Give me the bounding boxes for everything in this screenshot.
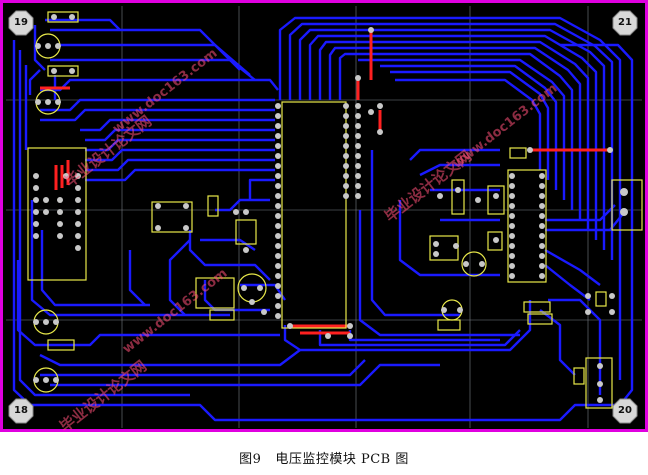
pcb-board: [0, 0, 648, 432]
component-pads: [33, 14, 628, 403]
figure-number: 图9: [239, 452, 262, 467]
top-layer-traces: [40, 30, 610, 335]
corner-marker-top-left: 19: [8, 10, 34, 36]
figure-title: 电压监控模块 PCB 图: [275, 452, 409, 467]
bottom-layer-traces: [12, 16, 634, 422]
corner-marker-bottom-left: 18: [8, 398, 34, 424]
corner-marker-top-right: 21: [612, 10, 638, 36]
silkscreen: [27, 11, 643, 409]
figure-caption: 图9 电压监控模块 PCB 图: [0, 448, 648, 467]
corner-marker-bottom-right: 20: [612, 398, 638, 424]
